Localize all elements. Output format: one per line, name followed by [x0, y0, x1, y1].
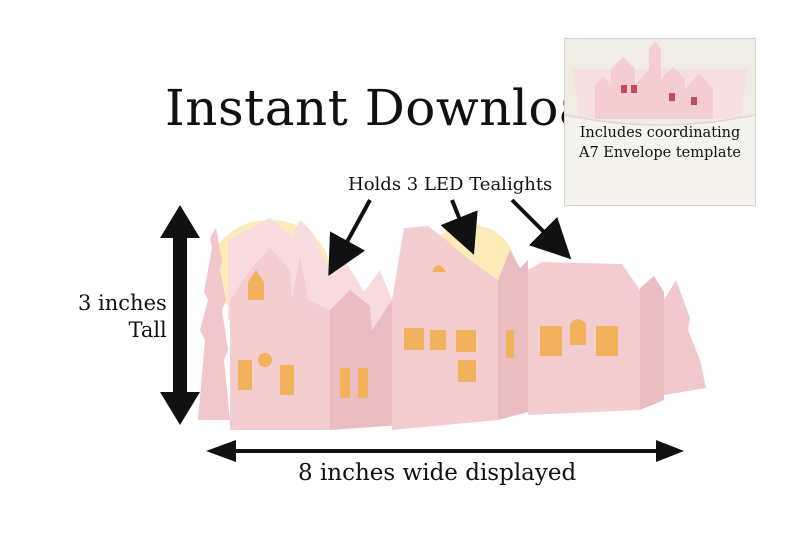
- callout-arrow-1: [328, 199, 372, 277]
- inset-caption-line1: Includes coordinating: [579, 125, 741, 141]
- house-middle: [392, 226, 498, 430]
- inset-caption: Includes coordinating A7 Envelope templa…: [565, 123, 755, 163]
- house-narrow: [498, 250, 528, 420]
- inset-caption-line2: A7 Envelope template: [579, 145, 741, 161]
- callout-arrow-3: [510, 198, 572, 260]
- height-label: 3 inches Tall: [78, 290, 167, 344]
- height-label-line1: 3 inches: [78, 291, 167, 315]
- width-arrow-head-right: [656, 440, 684, 462]
- height-label-line2: Tall: [128, 318, 167, 342]
- page-title: Instant Download: [165, 79, 622, 137]
- width-label: 8 inches wide displayed: [298, 460, 577, 486]
- width-arrow-head-left: [206, 440, 236, 462]
- envelope-inset: Includes coordinating A7 Envelope templa…: [564, 38, 756, 206]
- callout-arrow-2: [440, 199, 478, 255]
- envelope-illustration: [565, 39, 755, 205]
- house-second: [330, 290, 400, 430]
- tealight-callout: Holds 3 LED Tealights: [348, 174, 553, 195]
- height-arrow-head-top: [160, 205, 200, 238]
- house-right: [528, 262, 640, 415]
- house-left: [230, 248, 330, 430]
- tree-left: [198, 228, 230, 420]
- height-arrow-head-bottom: [160, 392, 200, 425]
- house-far-right: [640, 276, 706, 410]
